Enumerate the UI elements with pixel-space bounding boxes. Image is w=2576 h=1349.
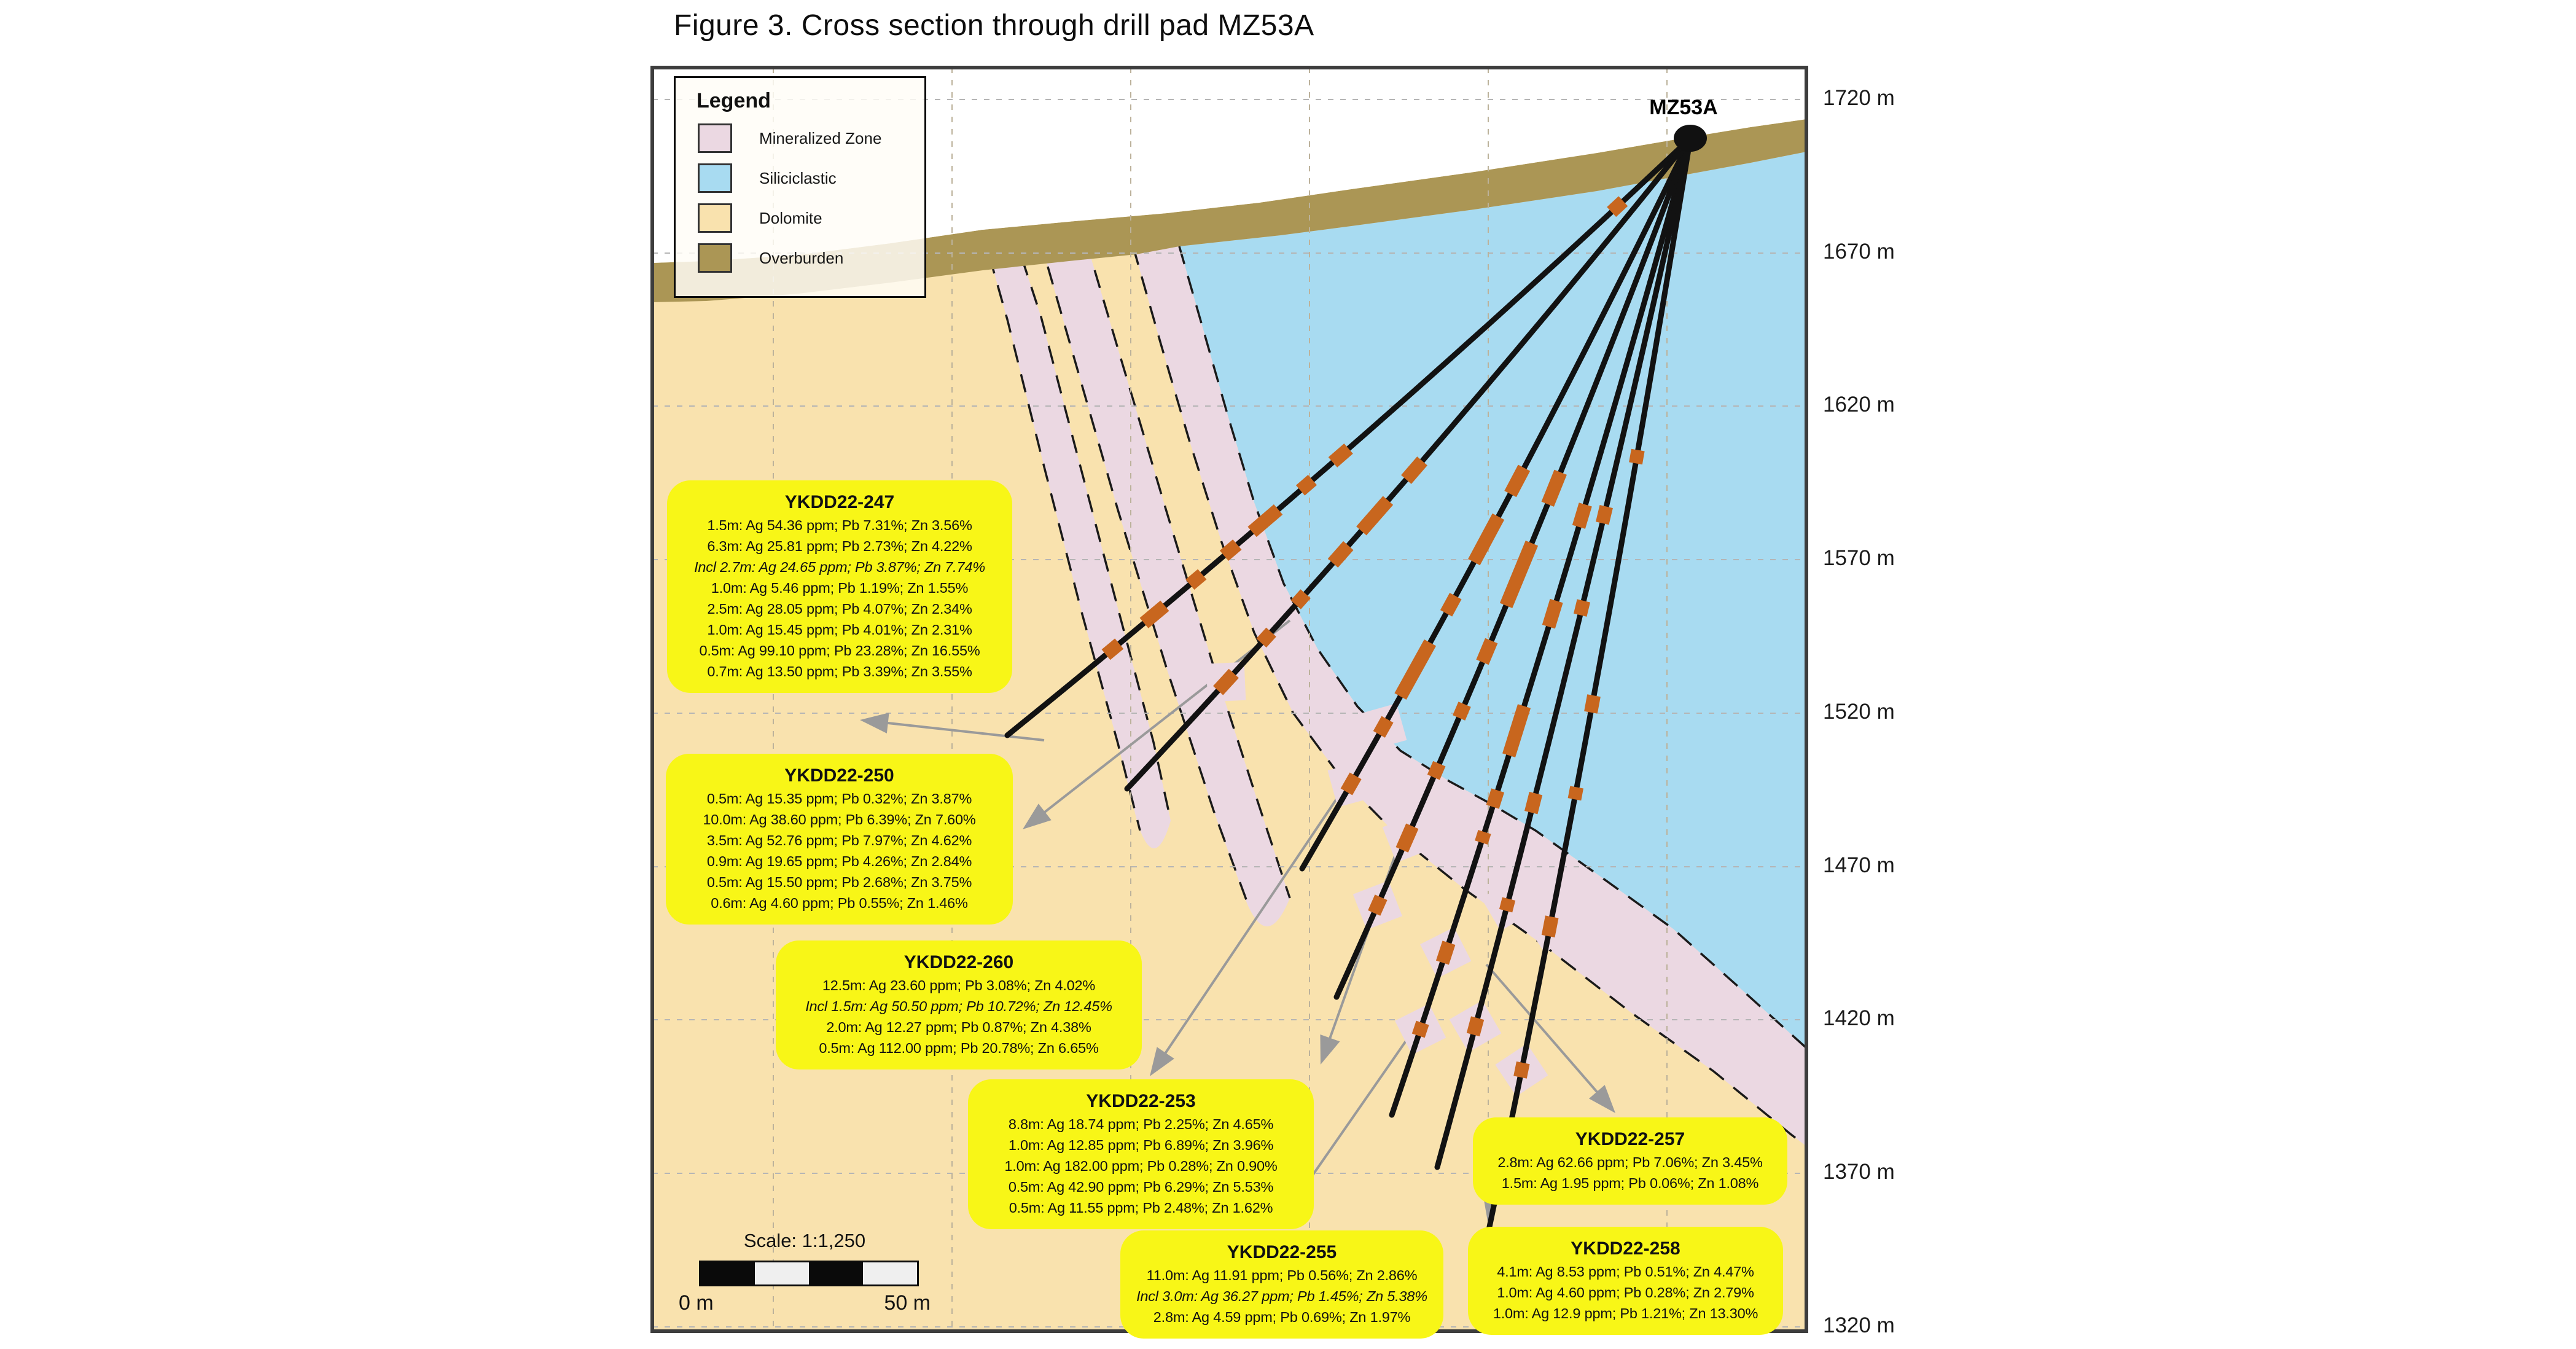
elevation-label: 1470 m — [1823, 853, 1895, 877]
legend-item: Dolomite — [698, 203, 924, 233]
elevation-label: 1520 m — [1823, 700, 1895, 724]
legend-swatch — [698, 203, 732, 233]
figure-title: Figure 3. Cross section through drill pa… — [674, 9, 1314, 42]
hole-id: YKDD22-247 — [784, 492, 895, 512]
mineralized-zone-contact-band — [1133, 246, 1806, 1146]
legend-swatch — [698, 123, 732, 153]
mineralized-zone-band-2 — [1039, 237, 1290, 927]
hole-id: YKDD22-255 — [1227, 1242, 1337, 1262]
hole-id: YKDD22-257 — [1575, 1129, 1685, 1149]
elevation-label: 1420 m — [1823, 1006, 1895, 1030]
assay-interval-line: 10.0m: Ag 38.60 ppm; Pb 6.39%; Zn 7.60% — [703, 811, 976, 827]
legend-item-label: Mineralized Zone — [759, 128, 882, 147]
drill-collar-dot — [1674, 125, 1707, 152]
assay-interval-line: 1.0m: Ag 4.60 ppm; Pb 0.28%; Zn 2.79% — [1497, 1284, 1754, 1300]
assay-interval-line: 1.0m: Ag 15.45 ppm; Pb 4.01%; Zn 2.31% — [707, 622, 972, 638]
assay-interval-line: Incl 3.0m: Ag 36.27 ppm; Pb 1.45%; Zn 5.… — [1136, 1288, 1427, 1304]
assay-interval-line: 2.0m: Ag 12.27 ppm; Pb 0.87%; Zn 4.38% — [826, 1019, 1091, 1035]
hole-id: YKDD22-253 — [1086, 1091, 1196, 1111]
legend-item: Siliciclastic — [698, 163, 924, 193]
assay-interval-line: 1.5m: Ag 1.95 ppm; Pb 0.06%; Zn 1.08% — [1501, 1175, 1759, 1191]
assay-interval-line: 8.8m: Ag 18.74 ppm; Pb 2.25%; Zn 4.65% — [1008, 1116, 1274, 1132]
overburden-unit — [652, 119, 1806, 302]
assay-interval-line: 0.5m: Ag 112.00 ppm; Pb 20.78%; Zn 6.65% — [819, 1040, 1099, 1056]
assay-box-YKDD22-250: YKDD22-250 0.5m: Ag 15.35 ppm; Pb 0.32%; … — [666, 754, 1013, 925]
elevation-label: 1620 m — [1823, 393, 1895, 416]
assay-interval-line: 2.8m: Ag 62.66 ppm; Pb 7.06%; Zn 3.45% — [1497, 1154, 1763, 1170]
elevation-label: 1670 m — [1823, 240, 1895, 264]
legend-item-label: Overburden — [759, 248, 844, 267]
assay-box-YKDD22-255: YKDD22-255 11.0m: Ag 11.91 ppm; Pb 0.56%;… — [1120, 1230, 1443, 1339]
assay-interval-line: 0.5m: Ag 99.10 ppm; Pb 23.28%; Zn 16.55% — [699, 643, 980, 659]
assay-box-YKDD22-247: YKDD22-247 1.5m: Ag 54.36 ppm; Pb 7.31%; … — [667, 480, 1012, 693]
assay-box-YKDD22-257: YKDD22-257 2.8m: Ag 62.66 ppm; Pb 7.06%; … — [1473, 1117, 1787, 1205]
assay-interval-line: 0.9m: Ag 19.65 ppm; Pb 4.26%; Zn 2.84% — [706, 853, 972, 869]
scale-bar-segment — [863, 1262, 917, 1284]
legend-item-label: Siliciclastic — [759, 168, 837, 187]
assay-interval-line: 1.0m: Ag 5.46 ppm; Pb 1.19%; Zn 1.55% — [711, 580, 969, 596]
assay-interval-line: 2.8m: Ag 4.59 ppm; Pb 0.69%; Zn 1.97% — [1153, 1309, 1411, 1325]
assay-box-YKDD22-260: YKDD22-260 12.5m: Ag 23.60 ppm; Pb 3.08%;… — [776, 940, 1142, 1069]
assay-interval-line: 3.5m: Ag 52.76 ppm; Pb 7.97%; Zn 4.62% — [706, 832, 972, 848]
assay-interval-line: 0.5m: Ag 42.90 ppm; Pb 6.29%; Zn 5.53% — [1008, 1179, 1274, 1195]
assay-interval-line: Incl 1.5m: Ag 50.50 ppm; Pb 10.72%; Zn 1… — [805, 998, 1112, 1014]
legend-item: Overburden — [698, 243, 924, 273]
assay-interval-line: 1.0m: Ag 12.85 ppm; Pb 6.89%; Zn 3.96% — [1008, 1137, 1274, 1153]
assay-interval-line: 12.5m: Ag 23.60 ppm; Pb 3.08%; Zn 4.02% — [822, 977, 1096, 993]
assay-interval-line: 11.0m: Ag 11.91 ppm; Pb 0.56%; Zn 2.86% — [1146, 1267, 1418, 1283]
assay-interval-line: 1.0m: Ag 12.9 ppm; Pb 1.21%; Zn 13.30% — [1493, 1305, 1758, 1321]
assay-interval-line: 1.5m: Ag 54.36 ppm; Pb 7.31%; Zn 3.56% — [707, 517, 972, 533]
legend-swatch — [698, 163, 732, 193]
assay-interval-line: 0.5m: Ag 15.50 ppm; Pb 2.68%; Zn 3.75% — [706, 874, 972, 890]
assay-interval-line: 0.6m: Ag 4.60 ppm; Pb 0.55%; Zn 1.46% — [711, 895, 968, 911]
assay-interval-line: 2.5m: Ag 28.05 ppm; Pb 4.07%; Zn 2.34% — [707, 601, 972, 617]
legend-title: Legend — [697, 89, 771, 112]
scale-bar-graphic — [699, 1261, 919, 1286]
scale-text: Scale: 1:1,250 — [743, 1230, 866, 1251]
assay-interval-line: 0.5m: Ag 15.35 ppm; Pb 0.32%; Zn 3.87% — [706, 791, 972, 807]
scale-bar-segment — [755, 1262, 809, 1284]
assay-interval-line: 0.7m: Ag 13.50 ppm; Pb 3.39%; Zn 3.55% — [707, 663, 972, 679]
elevation-label: 1570 m — [1823, 546, 1895, 570]
mineralized-zone-band-1 — [981, 226, 1171, 849]
hole-id: YKDD22-260 — [904, 952, 1014, 972]
scale-min-label: 0 m — [679, 1291, 714, 1315]
assay-interval-markers — [1101, 196, 1645, 1079]
assay-interval-line: 0.5m: Ag 11.55 ppm; Pb 2.48%; Zn 1.62% — [1009, 1200, 1273, 1216]
legend-swatch — [698, 243, 732, 273]
elevation-label: 1720 m — [1823, 86, 1895, 110]
legend-item: Mineralized Zone — [698, 123, 924, 153]
assay-interval-line: 1.0m: Ag 182.00 ppm; Pb 0.28%; Zn 0.90% — [1004, 1158, 1278, 1174]
assay-box-YKDD22-253: YKDD22-253 8.8m: Ag 18.74 ppm; Pb 2.25%; … — [968, 1079, 1314, 1229]
elevation-label: 1370 m — [1823, 1160, 1895, 1184]
scale-max-label: 50 m — [884, 1291, 931, 1315]
elevation-label: 1320 m — [1823, 1313, 1895, 1337]
assay-interval-line: Incl 2.7m: Ag 24.65 ppm; Pb 3.87%; Zn 7.… — [694, 559, 985, 575]
drill-pad-label: MZ53A — [1649, 96, 1718, 119]
legend-item-label: Dolomite — [759, 208, 822, 227]
sky-above-surface — [652, 68, 1806, 263]
geology-dashed-boundaries — [980, 225, 1806, 1148]
assay-interval-line: 4.1m: Ag 8.53 ppm; Pb 0.51%; Zn 4.47% — [1497, 1264, 1754, 1280]
assay-interval-line: 6.3m: Ag 25.81 ppm; Pb 2.73%; Zn 4.22% — [707, 538, 972, 554]
hole-id: YKDD22-258 — [1571, 1238, 1680, 1259]
assay-box-YKDD22-258: YKDD22-258 4.1m: Ag 8.53 ppm; Pb 0.51%; Z… — [1468, 1227, 1783, 1335]
hole-id: YKDD22-250 — [784, 765, 894, 786]
scale-bar: Scale: 1:1,250 0 m 50 m — [679, 1230, 931, 1316]
